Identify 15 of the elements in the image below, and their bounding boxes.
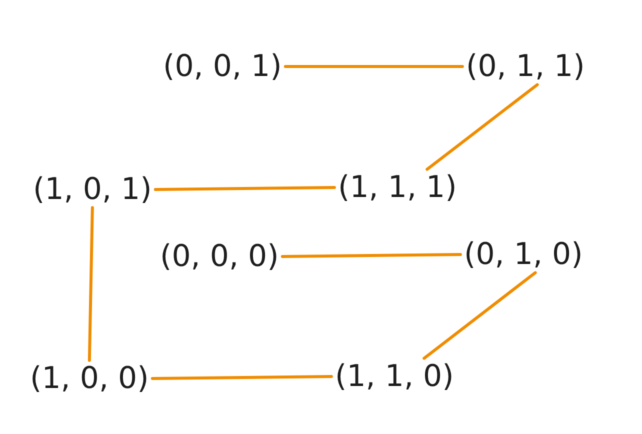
coordinate-label: (0, 0, 1) xyxy=(163,50,282,83)
connector-line xyxy=(88,206,94,362)
coordinate-label: (1, 1, 1) xyxy=(338,171,457,204)
connector-line xyxy=(280,253,462,258)
coordinate-label: (0, 1, 1) xyxy=(466,50,585,83)
coordinate-label: (1, 0, 0) xyxy=(30,362,149,395)
connector-line xyxy=(422,271,537,360)
connector-line xyxy=(426,83,539,171)
coordinate-label: (0, 1, 0) xyxy=(464,238,583,271)
coordinate-label: (0, 0, 0) xyxy=(160,240,279,273)
connector-line xyxy=(150,375,333,380)
coordinate-label: (1, 1, 0) xyxy=(335,360,454,393)
connector-line xyxy=(284,65,464,68)
connector-line xyxy=(154,186,336,191)
coordinate-label: (1, 0, 1) xyxy=(33,173,152,206)
